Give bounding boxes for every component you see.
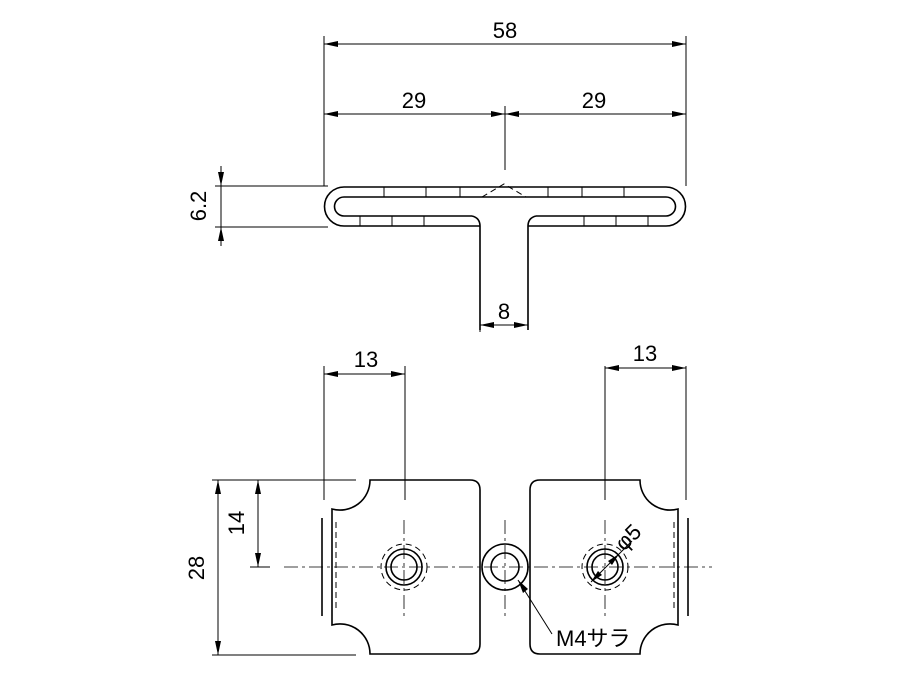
dim-left-offset: 13: [324, 347, 405, 377]
top-plate-inner: [333, 196, 677, 217]
left-hole: [380, 543, 428, 591]
dim-14-label: 14: [224, 511, 249, 535]
dim-29-right-label: 29: [582, 88, 606, 113]
dim-58-label: 58: [493, 18, 517, 43]
dim-total-height: 28: [184, 480, 221, 655]
top-plate-outline: [323, 186, 687, 227]
dim-height: 6.2: [186, 166, 224, 246]
top-hidden-chevron: [481, 183, 527, 198]
bottom-view: 13 13 28 14 φ5: [184, 341, 712, 656]
dim-28-label: 28: [184, 556, 209, 580]
right-hole: [581, 543, 629, 591]
dim-6.2-label: 6.2: [186, 191, 211, 222]
dim-overall-width: 58: [324, 18, 686, 47]
dim-13-left-label: 13: [354, 347, 378, 372]
dim-stem-width: 8: [480, 299, 528, 328]
dim-13-right-label: 13: [633, 341, 657, 366]
dim-half-widths: 29 29: [324, 88, 686, 117]
dim-8-label: 8: [498, 299, 510, 324]
dim-half-height: 14: [224, 480, 261, 567]
top-plate-ticks: [359, 187, 649, 226]
screw-callout: M4サラ: [517, 579, 631, 651]
top-stem: [471, 215, 481, 330]
center-screw: [481, 543, 529, 591]
right-plate-outline: [529, 479, 679, 655]
screw-note-label: M4サラ: [556, 626, 631, 651]
dim-right-offset: 13: [605, 341, 686, 371]
top-view: 58 29 29 6.2 8: [186, 18, 687, 332]
left-plate-outline: [331, 479, 481, 655]
dim-29-left-label: 29: [402, 88, 426, 113]
dim-phi5-label: φ5: [610, 519, 646, 555]
